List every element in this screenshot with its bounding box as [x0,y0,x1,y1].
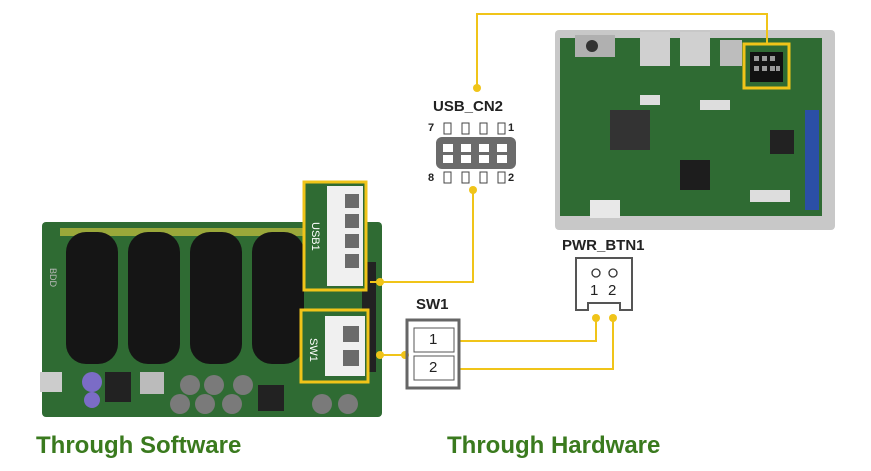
sbc-usb-header [742,42,791,90]
sw1-row-2: 2 [429,359,438,376]
pwr-btn1-label: PWR_BTN1 [562,237,645,254]
usb-pin-7: 7 [428,122,435,134]
sw1-row-1: 1 [429,331,438,348]
usb-pin-2: 2 [508,172,515,184]
sw1-diagram [405,318,461,390]
caption-software: Through Software [36,432,242,459]
pwr-pin-1: 1 [590,282,599,299]
wires [370,13,768,370]
usb-pin-8: 8 [428,172,435,184]
sw1-board-label: SW1 [307,338,319,362]
usb-pin-1: 1 [508,122,515,134]
battery-board: BDD [40,222,382,417]
pwr-btn1-diagram [575,257,633,311]
usb-cn2-label: USB_CN2 [433,98,504,115]
silk-label: BDD [48,268,58,288]
caption-hardware: Through Hardware [447,432,661,459]
sw1-connector: SW1 [299,308,370,384]
usb-cn2-diagram [436,122,516,184]
sw1-label: SW1 [416,296,449,313]
usb1-label: USB1 [309,222,321,251]
usb1-connector: USB1 [302,180,368,292]
sbc-board [555,30,835,230]
pwr-pin-2: 2 [608,282,617,299]
